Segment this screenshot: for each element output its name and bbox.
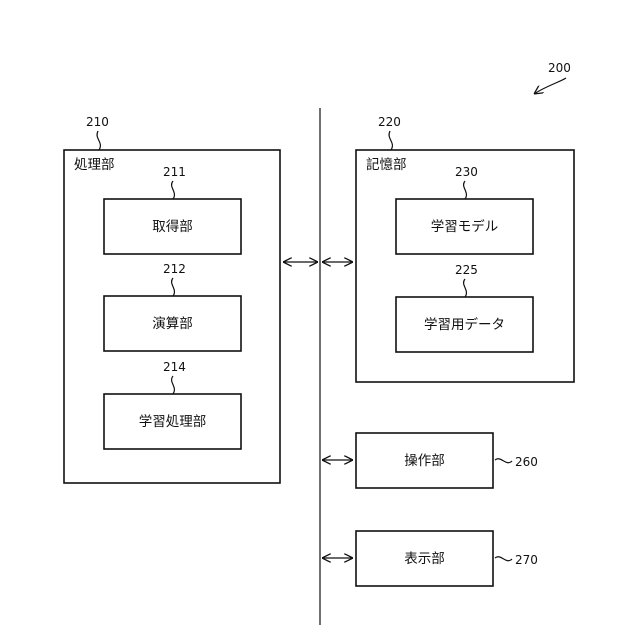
acquisition-unit-label: 取得部: [152, 218, 193, 235]
training-data-label: 学習用データ: [424, 316, 505, 333]
figure-ref-pointer: [534, 78, 566, 94]
learning-processing-unit-label: 学習処理部: [139, 414, 207, 430]
storage-unit: 220 記憶部 230 学習モデル 225 学習用データ: [356, 115, 574, 382]
storage-unit-title: 記憶部: [366, 156, 407, 173]
learning-model-ref: 230: [455, 165, 478, 179]
operation-unit: 操作部 260: [322, 433, 538, 488]
operation-unit-ref: 260: [515, 455, 538, 469]
storage-unit-ref: 220: [378, 115, 401, 129]
acquisition-unit-ref: 211: [163, 165, 186, 179]
operation-unit-label: 操作部: [404, 453, 445, 469]
processing-unit: 210 処理部 211 取得部 212 演算部 214 学習処理部: [64, 115, 280, 483]
processing-unit-title: 処理部: [74, 157, 115, 173]
figure-ref-label: 200: [548, 61, 571, 75]
training-data-ref: 225: [455, 263, 478, 277]
learning-model-label: 学習モデル: [431, 218, 499, 235]
computation-unit-label: 演算部: [152, 316, 193, 332]
processing-unit-leader: [97, 131, 100, 150]
display-unit-ref: 270: [515, 553, 538, 567]
computation-unit-ref: 212: [163, 262, 186, 276]
display-unit-label: 表示部: [404, 551, 445, 567]
learning-processing-unit-ref: 214: [163, 360, 186, 374]
operation-unit-leader: [495, 459, 512, 463]
display-unit-leader: [495, 557, 512, 561]
processing-unit-ref: 210: [86, 115, 109, 129]
display-unit: 表示部 270: [322, 531, 538, 586]
storage-unit-leader: [389, 131, 392, 150]
